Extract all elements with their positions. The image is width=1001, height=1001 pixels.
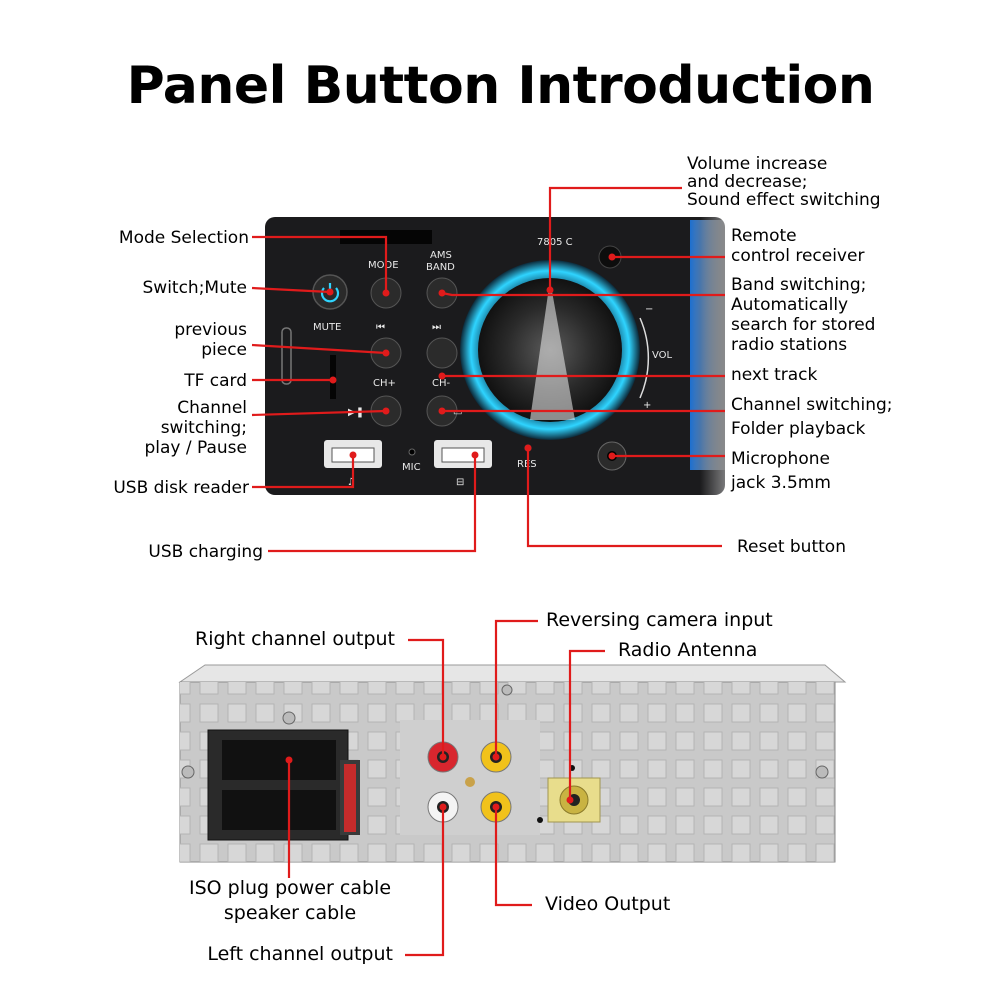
label-usb-disk-reader: USB disk reader (113, 478, 249, 498)
tf-slot[interactable] (281, 327, 292, 385)
label-next-track: next track (731, 365, 818, 385)
front-panel: 7805 C − VOL + MUTE MODE AMS BAND ⏮ ⏭ CH… (265, 210, 760, 510)
label-right-channel: Right channel output (195, 628, 395, 650)
ch-plus-text: CH+ (373, 378, 396, 389)
ams-text: AMS (430, 250, 452, 261)
label-left-channel: Left channel output (207, 943, 393, 965)
front-callouts (251, 186, 725, 553)
label-previous-piece: previous piece (174, 320, 247, 360)
label-tf-card: TF card (184, 371, 247, 391)
music-icon: ♫ (347, 477, 356, 488)
fuse (344, 764, 356, 832)
label-channel-folder: Channel switching; Folder playback (731, 395, 893, 439)
folder-icon: ▭ (453, 407, 462, 418)
page-title: Panel Button Introduction (126, 56, 875, 116)
label-channel-play-pause: Channel switching; play / Pause (144, 398, 247, 458)
label-volume: Volume increase and decrease; Sound effe… (687, 154, 881, 210)
label-iso-plug: ISO plug power cable speaker cable (188, 877, 392, 924)
model-label: 7805 C (537, 237, 573, 248)
ch-minus-text: CH- (432, 378, 451, 389)
label-band-switching: Band switching; Automatically search for… (731, 275, 876, 355)
charge-icon: ⊟ (456, 477, 464, 488)
prev-icon: ⏮ (376, 322, 385, 333)
res-text: RES (517, 459, 537, 470)
svg-text:−: − (645, 304, 653, 315)
mode-text: MODE (368, 260, 399, 271)
rear-callout-dots (285, 753, 574, 811)
rear-callouts (287, 619, 605, 957)
vol-label: VOL (652, 350, 673, 361)
mute-text: MUTE (313, 322, 341, 333)
next-button[interactable] (426, 337, 458, 369)
rear-panel (178, 664, 847, 863)
band-text: BAND (426, 262, 455, 273)
label-video-output: Video Output (545, 893, 671, 915)
next-icon: ⏭ (432, 322, 441, 333)
label-reversing-camera: Reversing camera input (546, 609, 773, 631)
front-callout-dots (326, 253, 616, 460)
label-usb-charging: USB charging (148, 542, 263, 562)
label-switch-mute: Switch;Mute (142, 278, 248, 298)
label-remote-receiver: Remote control receiver (731, 226, 865, 266)
label-mode-selection: Mode Selection (118, 228, 249, 248)
label-reset-button: Reset button (737, 537, 846, 557)
label-radio-antenna: Radio Antenna (618, 639, 758, 661)
mic-text: MIC (402, 462, 421, 473)
svg-text:+: + (643, 400, 651, 411)
label-microphone-jack: Microphone jack 3.5mm (731, 449, 831, 493)
